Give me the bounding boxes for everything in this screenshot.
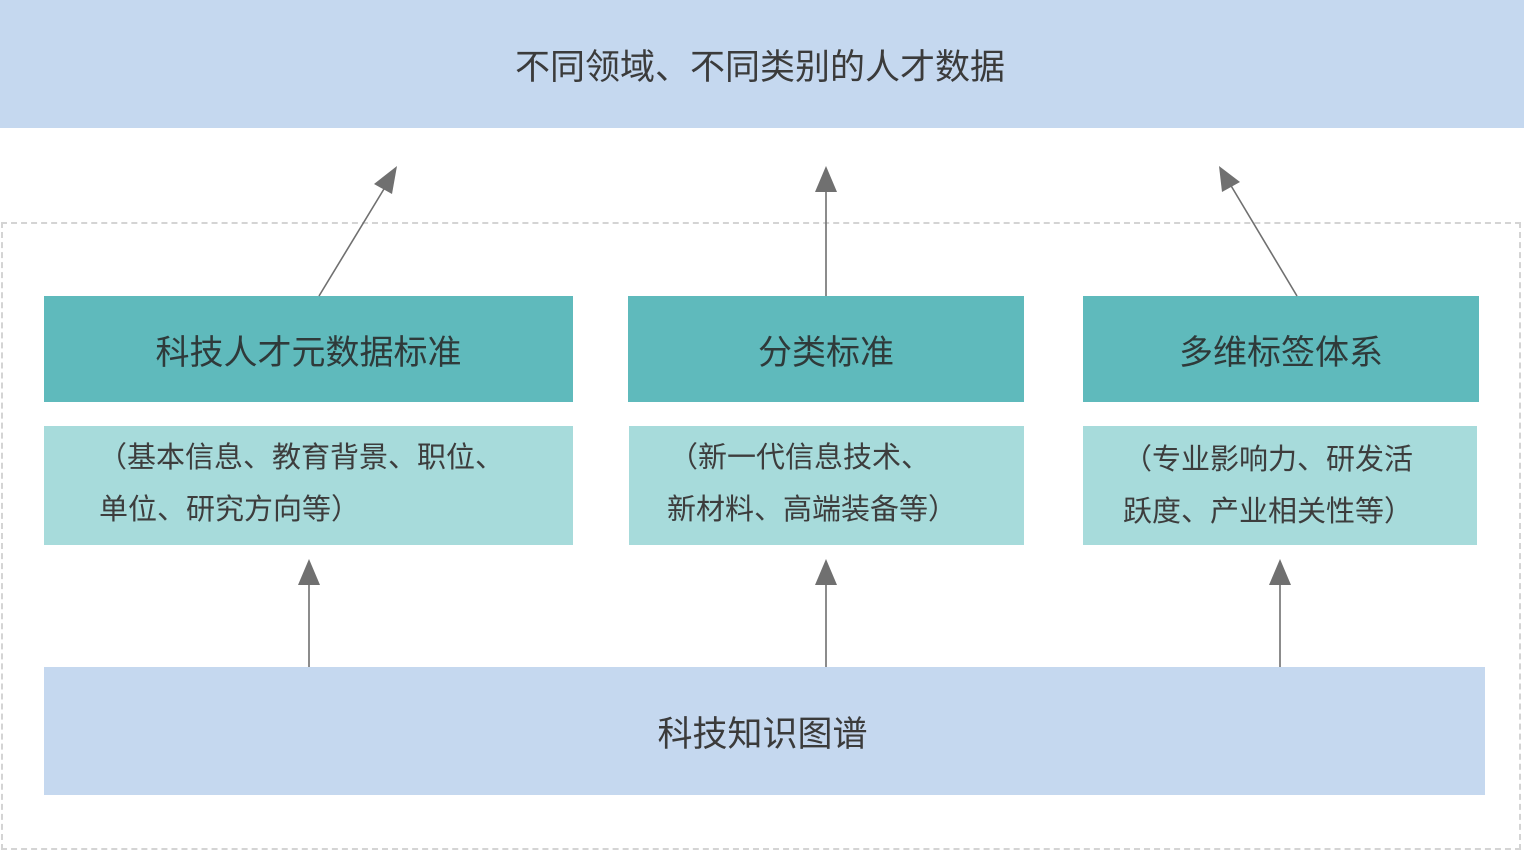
arrow-metadata-to-top (318, 183, 388, 297)
standard-title-tags: 多维标签体系 (1179, 332, 1383, 373)
standard-box-metadata: 科技人才元数据标准 (44, 296, 573, 402)
top-banner: 不同领域、不同类别的人才数据 (0, 0, 1524, 128)
arrowhead (815, 166, 837, 192)
arrowhead (815, 559, 837, 585)
standard-box-tags: 多维标签体系 (1083, 296, 1479, 402)
knowledge-graph-title: 科技知识图谱 (657, 714, 868, 755)
top-banner-title: 不同领域、不同类别的人才数据 (514, 47, 1005, 88)
arrowhead (374, 166, 397, 194)
knowledge-graph-box: 科技知识图谱 (44, 667, 1485, 795)
desc-line-1: （专业影响力、研发活 (1123, 442, 1414, 476)
desc-line-2: 新材料、高端装备等） (667, 492, 958, 526)
arrowhead (1219, 166, 1240, 192)
desc-line-1: （新一代信息技术、 (669, 440, 931, 474)
arrowhead (1269, 559, 1291, 585)
arrowhead (298, 559, 320, 585)
desc-box-metadata: （基本信息、教育背景、职位、 单位、研究方向等） (44, 426, 573, 545)
arrow-tags-to-top (1229, 183, 1298, 297)
desc-box-tags: （专业影响力、研发活 跃度、产业相关性等） (1083, 426, 1477, 545)
desc-line-2: 跃度、产业相关性等） (1123, 494, 1414, 528)
standard-title-classification: 分类标准 (758, 332, 894, 373)
desc-line-1: （基本信息、教育背景、职位、 (98, 440, 505, 474)
standard-title-metadata: 科技人才元数据标准 (155, 332, 462, 373)
desc-box-classification: （新一代信息技术、 新材料、高端装备等） (629, 426, 1024, 545)
desc-line-2: 单位、研究方向等） (99, 492, 361, 526)
dashed-frame (1, 222, 1521, 850)
standard-box-classification: 分类标准 (628, 296, 1024, 402)
